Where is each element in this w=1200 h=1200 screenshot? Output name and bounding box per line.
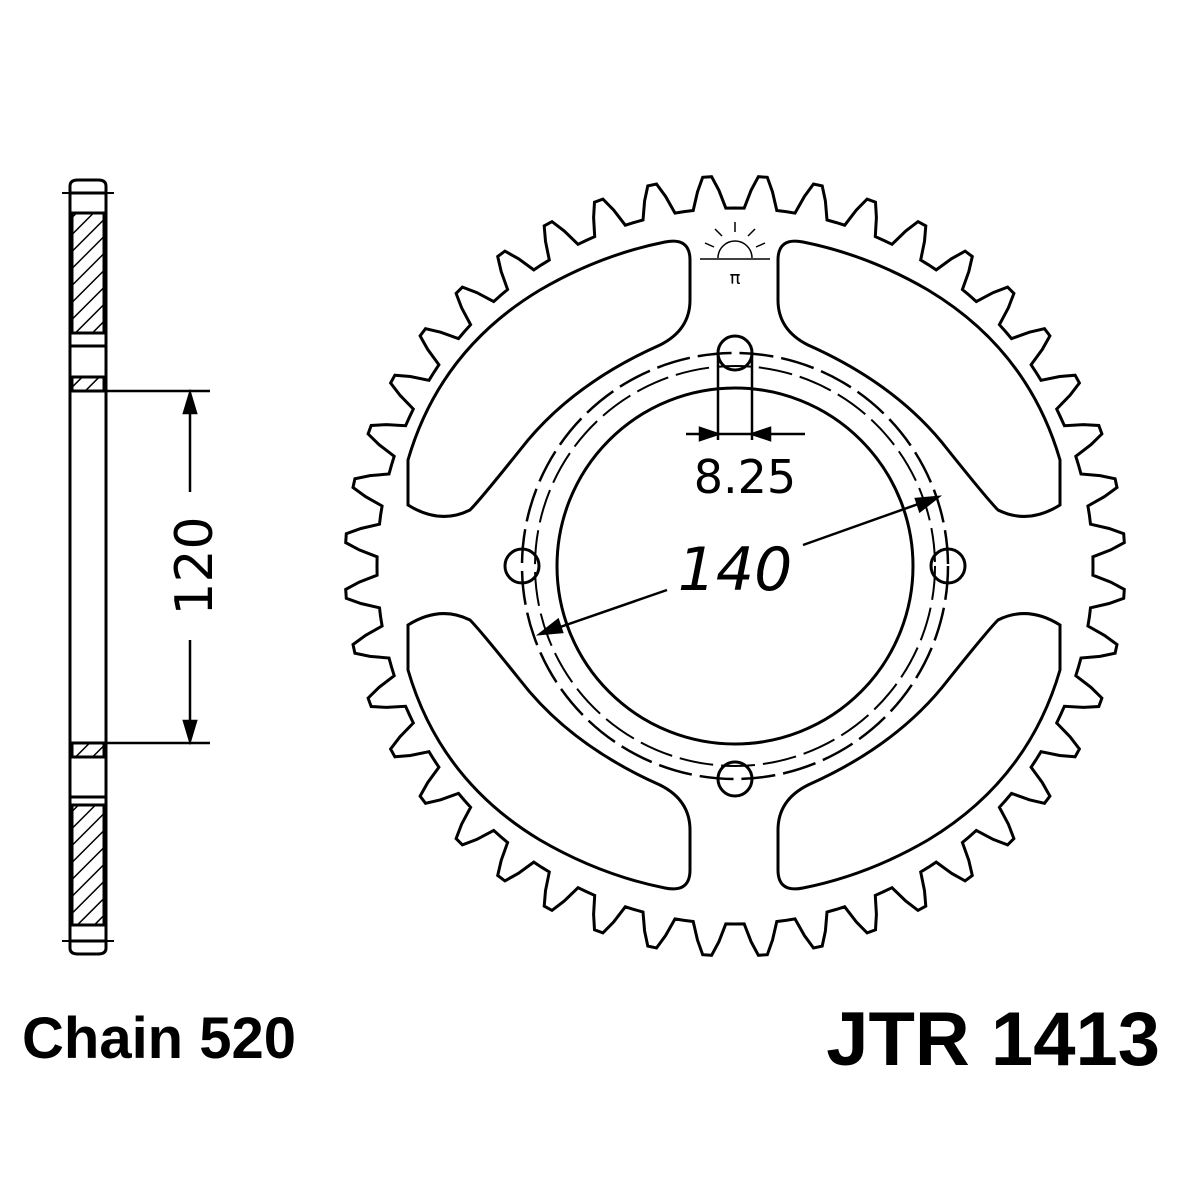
profile-hatch-lower-hub bbox=[70, 741, 106, 759]
jt-logo-icon bbox=[700, 222, 770, 260]
window-top-left bbox=[406, 239, 692, 518]
pcd-dimension bbox=[535, 495, 943, 636]
profile-hatch-top bbox=[70, 211, 106, 335]
bolt-hole-left bbox=[503, 547, 541, 585]
jt-logo-glyph: π bbox=[730, 268, 741, 289]
bolt-hole-dimension bbox=[686, 353, 805, 442]
chain-size-caption: Chain 520 bbox=[22, 1006, 296, 1071]
pcd-circle bbox=[520, 351, 950, 781]
bolt-hole-right bbox=[929, 547, 967, 585]
pcd-circle-inner bbox=[534, 365, 936, 767]
profile-hatch-upper-hub bbox=[70, 375, 106, 393]
profile-hatch-bottom bbox=[70, 803, 106, 927]
sprocket-front-view bbox=[344, 175, 1126, 957]
bolt-hole-bottom bbox=[716, 760, 754, 798]
window-bottom-right bbox=[776, 612, 1062, 891]
profile-top-cap bbox=[68, 178, 108, 193]
pcd-dimension-label: 140 bbox=[678, 535, 793, 605]
window-top-right bbox=[776, 239, 1062, 518]
width-dimension bbox=[106, 388, 210, 746]
part-number-caption: JTR 1413 bbox=[826, 997, 1160, 1082]
side-profile-view bbox=[62, 178, 114, 956]
bolt-hole-dimension-label: 8.25 bbox=[694, 450, 796, 504]
width-dimension-label: 120 bbox=[165, 516, 225, 615]
window-bottom-left bbox=[406, 612, 692, 891]
profile-bottom-cap bbox=[68, 941, 108, 956]
sprocket-teeth-outline bbox=[344, 175, 1126, 957]
centre-bore bbox=[555, 386, 915, 746]
